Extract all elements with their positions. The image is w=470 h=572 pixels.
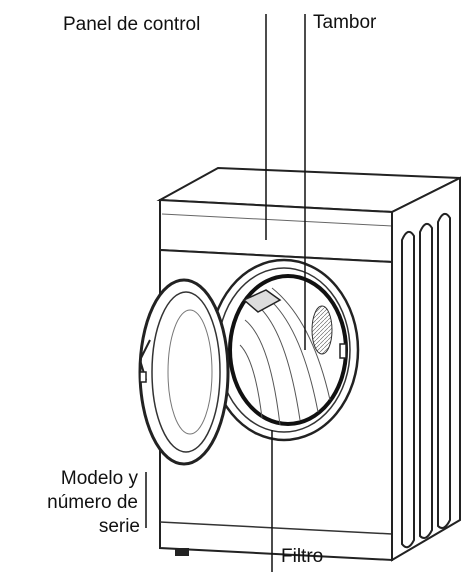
label-model-serial-1: Modelo y [60, 468, 138, 489]
label-control-panel: Panel de control [63, 14, 201, 35]
label-model-serial-3: serie [98, 516, 140, 537]
filter-slot [242, 289, 282, 313]
label-filter: Filtro [281, 546, 324, 567]
label-drum: Tambor [313, 12, 377, 33]
label-model-serial-2: número de [47, 492, 138, 513]
dryer-side [391, 176, 461, 562]
